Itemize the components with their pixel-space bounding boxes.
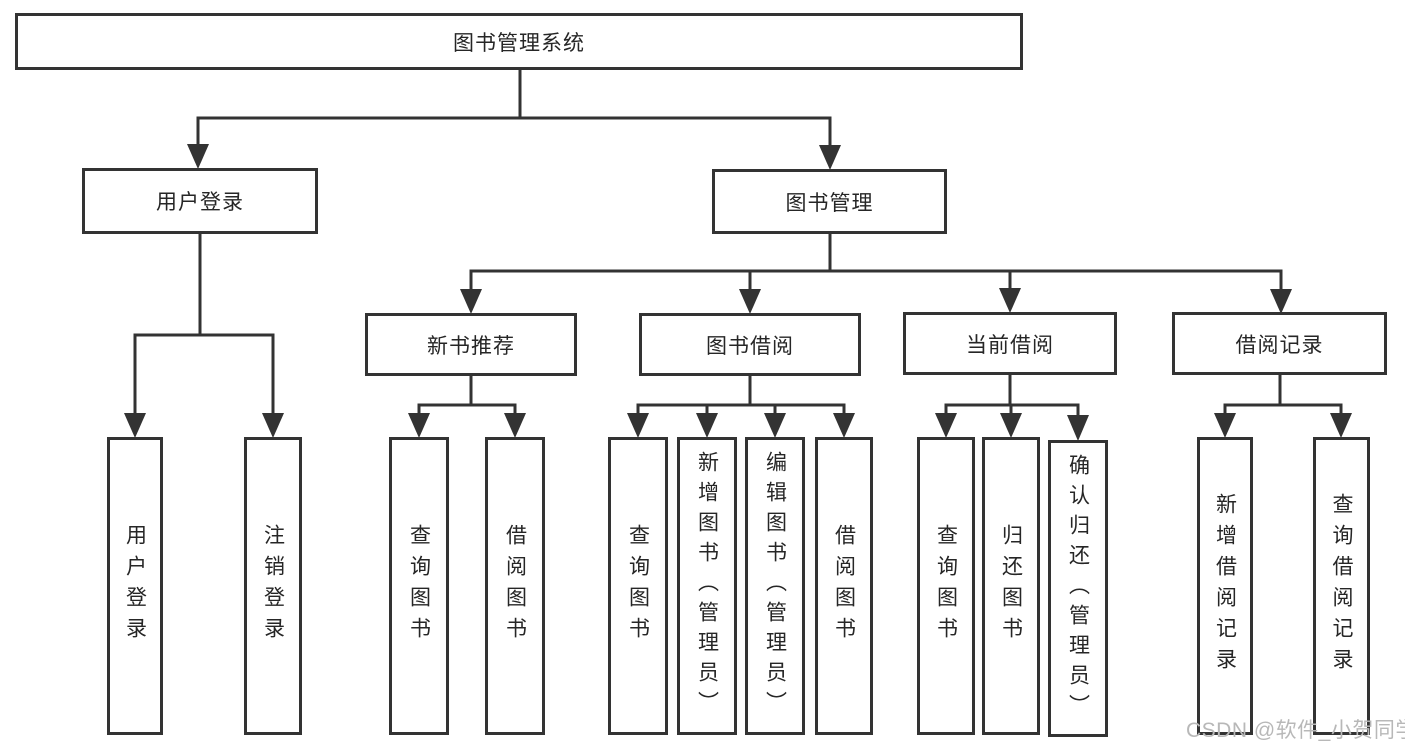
leaf-return-books: 归还图书 — [982, 437, 1040, 735]
leaf-logout: 注销登录 — [244, 437, 302, 735]
leaf-query-borrow-record: 查询借阅记录 — [1313, 437, 1370, 735]
node-current-borrowing: 当前借阅 — [903, 312, 1117, 375]
arrowheads — [124, 144, 1352, 441]
node-borrowing-records: 借阅记录 — [1172, 312, 1387, 375]
leaf-query-books-3: 查询图书 — [917, 437, 975, 735]
node-book-borrowing: 图书借阅 — [639, 313, 861, 376]
leaf-add-books-admin: 新增图书（管理员） — [677, 437, 737, 735]
node-book-management: 图书管理 — [712, 169, 947, 234]
leaf-query-books-1: 查询图书 — [389, 437, 449, 735]
node-library-management-system: 图书管理系统 — [15, 13, 1023, 70]
leaf-confirm-return-admin: 确认归还（管理员） — [1048, 440, 1108, 737]
leaf-edit-books-admin: 编辑图书（管理员） — [745, 437, 805, 735]
leaf-add-borrow-record: 新增借阅记录 — [1197, 437, 1253, 735]
leaf-borrow-books-2: 借阅图书 — [815, 437, 873, 735]
node-user-login: 用户登录 — [82, 168, 318, 234]
node-new-book-recommend: 新书推荐 — [365, 313, 577, 376]
leaf-borrow-books-1: 借阅图书 — [485, 437, 545, 735]
leaf-query-books-2: 查询图书 — [608, 437, 668, 735]
leaf-user-login: 用户登录 — [107, 437, 163, 735]
csdn-watermark: CSDN @软件_小贺同学 — [1186, 719, 1405, 742]
